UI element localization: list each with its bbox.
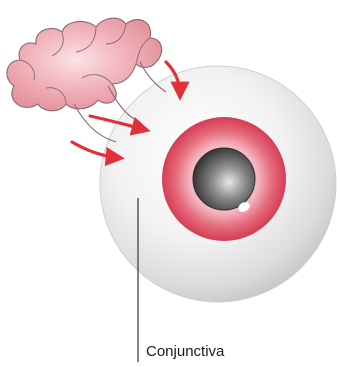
pupil [193, 148, 255, 210]
eyeball-icon [100, 66, 336, 302]
conjunctiva-label: Conjunctiva [146, 343, 225, 360]
